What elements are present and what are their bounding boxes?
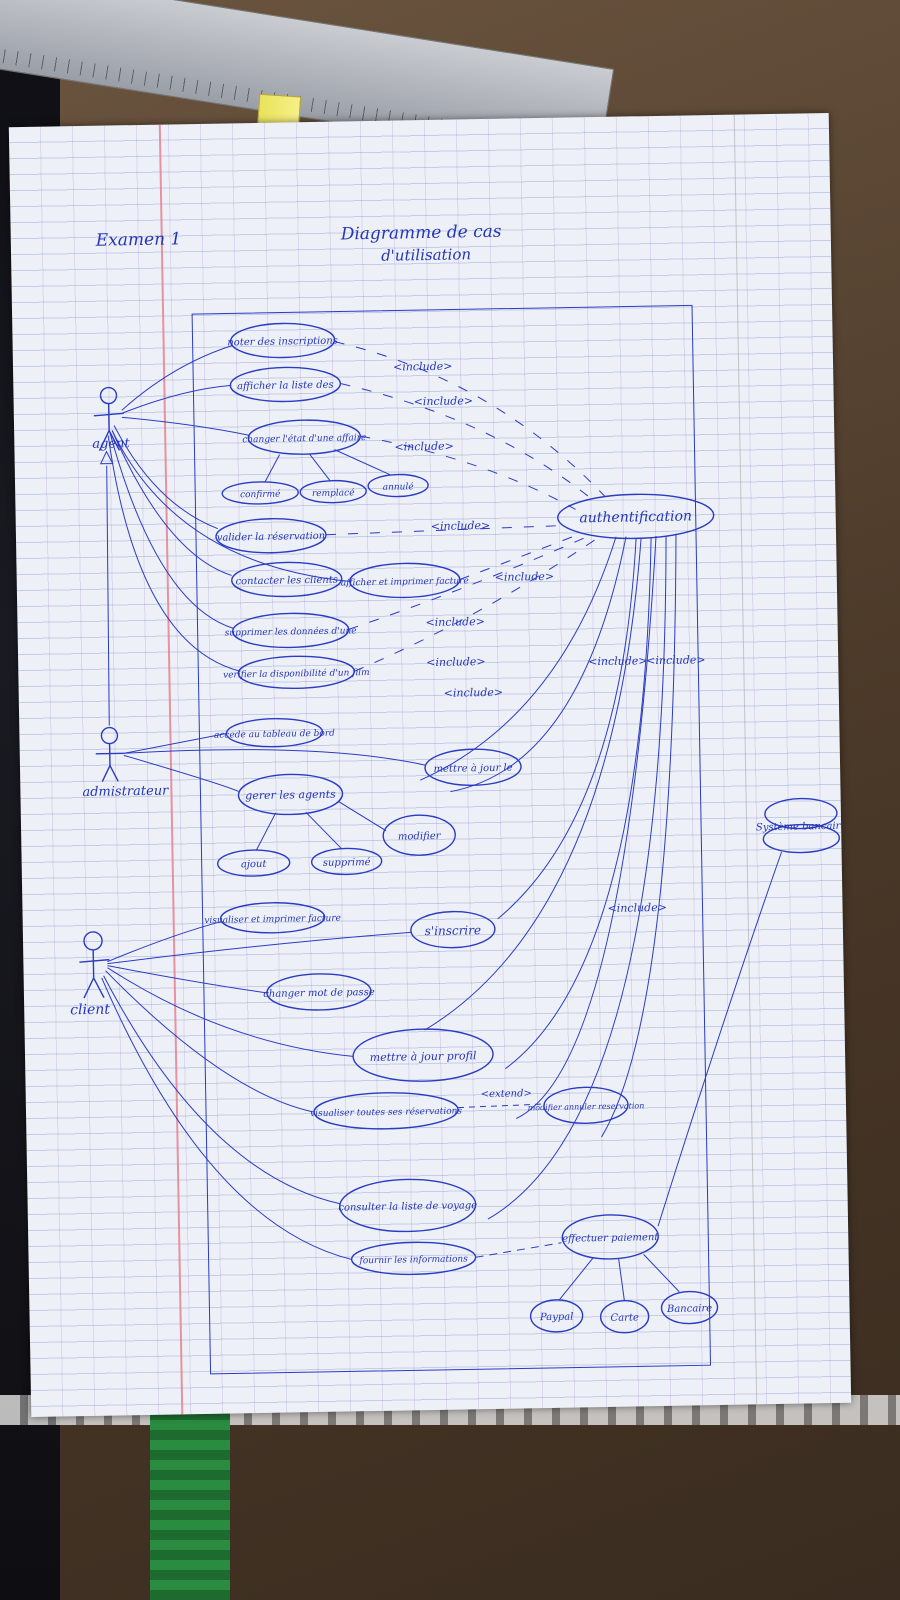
external-system-link (657, 851, 783, 1227)
uc-visualiser-reservations: visualiser toutes ses réservations (310, 1105, 462, 1119)
admin-use-cases: accede au tableau de bord gerer les agen… (123, 717, 522, 877)
uc-valider-reservation: valider la réservation (217, 531, 326, 544)
include-label-9: <include> (588, 654, 648, 668)
uc-fournir-info: fournir les informations (358, 1254, 468, 1266)
uc-bancaire: Bancaire (666, 1303, 712, 1315)
uc-supprimer-donnees: supprimer les données d'une (225, 625, 357, 638)
green-cloth (150, 1410, 230, 1600)
include-label-11: <include> (607, 901, 667, 915)
notebook-page: Examen 1 Diagramme de cas d'utilisation … (8, 112, 852, 1418)
actor-administrator-label: admistrateur (82, 784, 169, 801)
generalization-line (106, 465, 110, 726)
client-associations (101, 921, 411, 1260)
include-label-10: <include> (646, 653, 706, 667)
uc-acceder-tableau: accede au tableau de bord (214, 729, 335, 741)
system-boundary (191, 304, 712, 1375)
uc-verifier-disponibilite: verifier la disponibilité d'un film (223, 667, 370, 681)
uc-changer-etat: changer l'état d'une affaire (242, 432, 366, 445)
include-label-6: <include> (425, 615, 485, 629)
uc-remplace: remplacé (312, 487, 355, 499)
client-use-cases: visualiser et imprimer facture s'inscrir… (204, 902, 719, 1334)
actor-client-label: client (70, 1002, 110, 1019)
uc-supprime: supprimé (323, 857, 371, 869)
include-label-4: <include> (431, 519, 491, 533)
uc-paypal: Paypal (539, 1312, 574, 1324)
uc-ajout: ajout (241, 859, 268, 870)
actor-administrator: admistrateur (82, 726, 169, 801)
agent-use-cases: noter des inscriptions afficher la liste… (215, 322, 469, 690)
uc-confirme: confirmé (240, 489, 281, 501)
uc-modifier: modifier (398, 831, 442, 843)
diagram-title-line2: d'utilisation (381, 245, 471, 265)
uc-changer-mdp: changer mot de passe (263, 987, 375, 1000)
uc-modifier-annuler: modifier annuler reservation (528, 1101, 645, 1112)
agent-associations (107, 344, 350, 672)
uc-contacter-clients: contacter les clients (235, 575, 338, 588)
include-lines (325, 341, 606, 672)
uc-mettre-a-jour: mettre à jour le (433, 763, 512, 775)
generalization-arrow (99, 450, 114, 465)
auth-fan-lines (420, 533, 677, 1220)
header-left: Examen 1 (95, 229, 182, 251)
uc-mettre-a-jour-profil: mettre à jour profil (370, 1049, 477, 1064)
use-case-diagram: Examen 1 Diagramme de cas d'utilisation … (70, 222, 847, 1375)
uc-noter-inscriptions: noter des inscriptions (227, 336, 338, 349)
actor-client: client (70, 931, 110, 1019)
uc-authentification: authentification (579, 508, 692, 526)
external-system-ellipse (764, 797, 838, 830)
include-label-7: <include> (426, 655, 486, 669)
uc-effectuer-paiement: effectuer paiement (562, 1232, 659, 1245)
extend-label: <extend> (481, 1088, 532, 1100)
include-label-8: <include> (444, 686, 504, 700)
include-label-1: <include> (393, 360, 453, 374)
uc-annule: annulé (383, 481, 415, 493)
include-label-2: <include> (414, 394, 474, 408)
external-system: Système bancaire (756, 821, 847, 834)
diagram-title-line1: Diagramme de cas (340, 222, 502, 245)
include-label-3: <include> (394, 440, 454, 454)
uc-gerer-agents: gerer les agents (245, 788, 336, 803)
uc-afficher-imprimer: afficher et imprimer facture (341, 576, 469, 588)
uc-carte: Carte (610, 1312, 639, 1323)
actor-agent: agent (92, 386, 131, 452)
uc-visualiser-facture: visualiser et imprimer facture (204, 914, 341, 926)
uc-afficher-liste: afficher la liste des (237, 380, 334, 393)
uc-sinscrire: s'inscrire (425, 923, 482, 938)
uc-consulter-liste: consulter la liste de voyage (338, 1200, 477, 1213)
include-label-5: <include> (495, 570, 555, 584)
external-system-ellipse-2 (762, 823, 841, 854)
